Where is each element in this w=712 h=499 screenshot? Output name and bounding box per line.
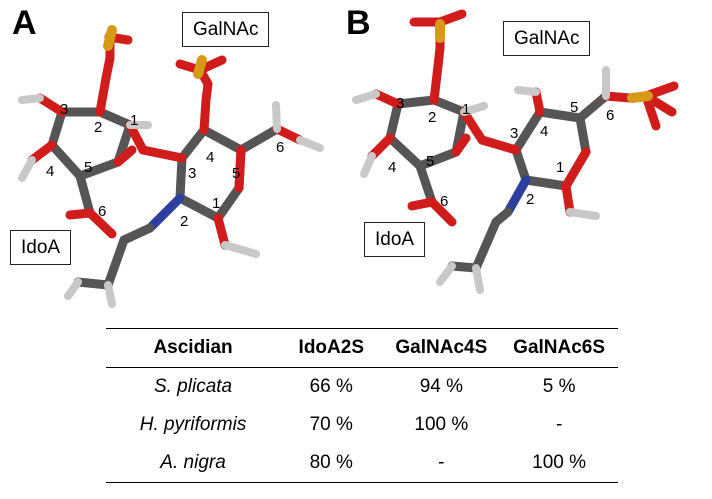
svg-text:3: 3: [188, 165, 196, 182]
value-cell: 5 %: [542, 376, 576, 397]
value-cell: 66 %: [309, 376, 353, 397]
svg-text:6: 6: [606, 107, 614, 124]
molecular-structures: 1 2 3 4 5 6 1 2 3 4 5 6: [18, 9, 679, 308]
panel-a-letter: A: [12, 4, 37, 42]
value-cell: 94 %: [419, 376, 463, 397]
species-cell: S. plicata: [153, 376, 233, 397]
svg-text:5: 5: [232, 165, 240, 182]
svg-text:1: 1: [462, 101, 470, 118]
table-row: A. nigra 80 % - 100 %: [106, 444, 618, 483]
panel-a-idoa-label: IdoA: [10, 230, 72, 265]
svg-text:2: 2: [526, 191, 534, 208]
table-header-row: Ascidian IdoA2S GalNAc4S GalNAc6S: [106, 328, 618, 368]
panel-b-molecule: 1 2 3 4 5 6 1 2 3 4 5 6: [352, 9, 679, 294]
svg-text:1: 1: [212, 195, 220, 212]
svg-text:6: 6: [98, 203, 106, 220]
svg-text:1: 1: [556, 159, 564, 176]
value-cell: 80 %: [309, 452, 353, 473]
svg-text:3: 3: [396, 95, 404, 112]
svg-text:3: 3: [60, 101, 68, 118]
panel-a-galnac-label: GalNAc: [182, 12, 270, 47]
svg-text:6: 6: [440, 193, 448, 210]
svg-text:6: 6: [276, 139, 284, 156]
table-row: H. pyriformis 70 % 100 % -: [106, 406, 618, 444]
svg-text:1: 1: [130, 112, 138, 129]
species-cell: H. pyriformis: [139, 414, 247, 435]
value-cell: -: [555, 414, 563, 435]
header-ascidian: Ascidian: [153, 337, 233, 358]
species-cell: A. nigra: [160, 452, 226, 473]
value-cell: -: [438, 452, 445, 473]
svg-text:4: 4: [46, 163, 54, 180]
svg-text:4: 4: [206, 149, 214, 166]
sulfation-table: Ascidian IdoA2S GalNAc4S GalNAc6S S. pli…: [106, 328, 618, 483]
panel-b-idoa-label: IdoA: [364, 222, 426, 257]
svg-text:5: 5: [426, 153, 434, 170]
svg-text:4: 4: [388, 159, 396, 176]
header-galnac4s: GalNAc4S: [395, 337, 488, 358]
table-row: S. plicata 66 % 94 % 5 %: [106, 368, 618, 407]
value-cell: 70 %: [309, 414, 353, 435]
svg-text:2: 2: [94, 119, 102, 136]
svg-text:5: 5: [84, 159, 92, 176]
header-galnac6s: GalNAc6S: [513, 337, 606, 358]
svg-text:2: 2: [428, 109, 436, 126]
value-cell: 100 %: [414, 414, 469, 435]
panel-b-galnac-label: GalNAc: [503, 21, 591, 56]
svg-text:5: 5: [570, 99, 578, 116]
header-idoa2s: IdoA2S: [298, 337, 364, 358]
panel-b-letter: B: [346, 4, 371, 42]
svg-text:3: 3: [510, 125, 518, 142]
value-cell: 100 %: [532, 452, 587, 473]
svg-text:2: 2: [180, 213, 188, 230]
panel-a-molecule: 1 2 3 4 5 6 1 2 3 4 5 6: [18, 25, 324, 308]
svg-text:4: 4: [540, 123, 548, 140]
